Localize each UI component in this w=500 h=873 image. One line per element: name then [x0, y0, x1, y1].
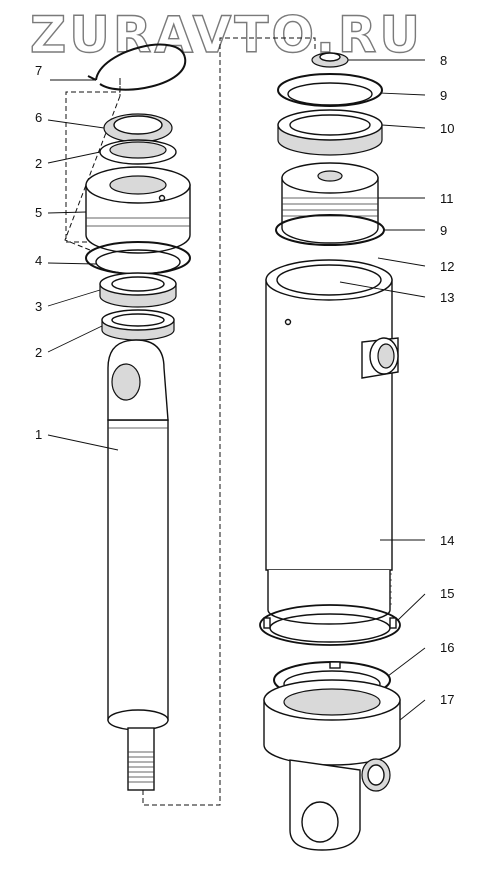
- callout-15: 15: [440, 586, 454, 601]
- snap-ring-7: [87, 43, 187, 91]
- callout-12: 12: [440, 259, 454, 274]
- callout-8: 8: [440, 53, 447, 68]
- seal-2-upper: [99, 139, 177, 165]
- assembly-dashed-bracket: [65, 80, 121, 243]
- watermark-text: ZURAVTO.RU: [30, 6, 423, 64]
- callout-9: 9: [440, 223, 447, 238]
- callout-17: 17: [440, 692, 454, 707]
- callout-7: 7: [35, 63, 42, 78]
- callout-11: 11: [440, 191, 454, 206]
- seal-2-lower: [101, 309, 175, 341]
- callout-leaders: [47, 59, 426, 721]
- seal-10: [277, 109, 383, 156]
- guide-bushing-5: [85, 166, 191, 254]
- ring-9-upper: [277, 73, 383, 107]
- callout-2: 2: [35, 156, 42, 171]
- rod-thread: [128, 751, 154, 783]
- callout-5: 5: [35, 205, 42, 220]
- callout-1: 1: [35, 427, 42, 442]
- piston-rod-1: [107, 339, 169, 791]
- lock-ring-15: [259, 604, 401, 646]
- callout-14: 14: [440, 533, 454, 548]
- callout-6: 6: [35, 110, 42, 125]
- cylinder-tube-14: [265, 259, 399, 625]
- callout-3: 3: [35, 299, 42, 314]
- piston-11: [281, 162, 379, 244]
- callout-9: 9: [440, 88, 447, 103]
- bottom-cap-17: [263, 679, 401, 851]
- callout-numbers: 7 6 2 5 4 3 2 1 8 9 10 11 9 12 13 14 15 …: [35, 53, 454, 707]
- callout-16: 16: [440, 640, 454, 655]
- callout-10: 10: [440, 121, 454, 136]
- seal-3: [99, 272, 177, 308]
- callout-13: 13: [440, 290, 454, 305]
- nut-8: [311, 52, 349, 68]
- callout-4: 4: [35, 253, 42, 268]
- callout-2: 2: [35, 345, 42, 360]
- ring-6: [103, 113, 173, 143]
